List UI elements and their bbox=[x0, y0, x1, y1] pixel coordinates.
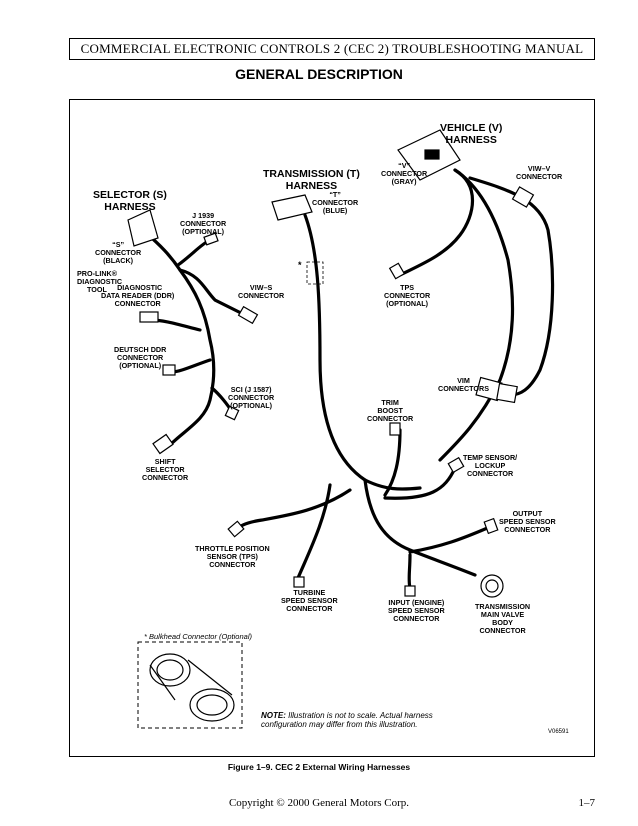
figure-id: V06591 bbox=[548, 729, 569, 735]
figure-frame bbox=[69, 99, 595, 757]
t-connector-label: “T”CONNECTOR(BLUE) bbox=[312, 190, 359, 215]
selector-harness-title: SELECTOR (S)HARNESS bbox=[93, 189, 167, 213]
figure-caption: Figure 1–9. CEC 2 External Wiring Harnes… bbox=[227, 762, 411, 772]
asterisk-marker: * bbox=[298, 260, 302, 270]
bulkhead-label: * Bulkhead Connector (Optional) bbox=[144, 632, 252, 641]
copyright-footer: Copyright © 2000 General Motors Corp. bbox=[228, 797, 410, 809]
vehicle-harness-title: VEHICLE (V)HARNESS bbox=[440, 122, 503, 146]
section-title: GENERAL DESCRIPTION bbox=[235, 66, 403, 82]
manual-header: COMMERCIAL ELECTRONIC CONTROLS 2 (CEC 2)… bbox=[69, 38, 595, 60]
page-number: 1–7 bbox=[578, 797, 596, 809]
illustration-note: NOTE: Illustration is not to scale. Actu… bbox=[261, 711, 433, 729]
sci-connector-label: SCI (J 1587)CONNECTOR(OPTIONAL) bbox=[228, 385, 275, 410]
v-connector-label: “V”CONNECTOR(GRAY) bbox=[381, 161, 428, 186]
transmission-harness-title: TRANSMISSION (T)HARNESS bbox=[263, 168, 360, 192]
s-connector-label: “S”CONNECTOR(BLACK) bbox=[95, 240, 142, 265]
bulkhead-connector-drawing bbox=[149, 653, 235, 722]
